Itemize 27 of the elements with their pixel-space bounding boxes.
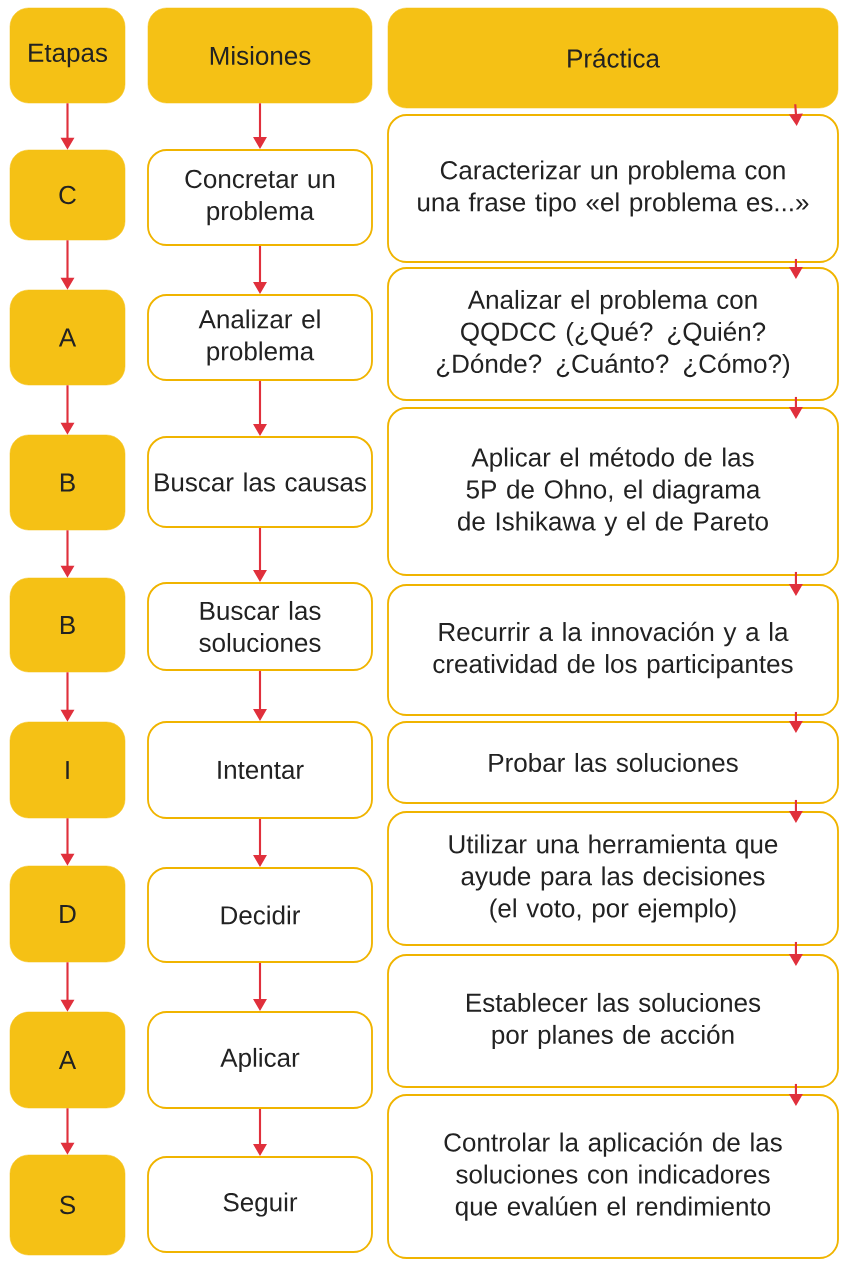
practice-box: Utilizar una herramienta que ayude para las decisiones (el voto, por ejemplo): [387, 811, 839, 946]
mission-box: Buscar las soluciones: [147, 582, 373, 671]
practice-box: Controlar la aplicación de las soluciones con indicadores que evalúen el rendimiento: [387, 1094, 839, 1259]
mission-box: Intentar: [147, 721, 373, 819]
practice-box: Analizar el problema con QQDCC (¿Qué? ¿Quién? ¿Dónde? ¿Cuánto? ¿Cómo?): [387, 267, 839, 401]
mission-box: Seguir: [147, 1156, 373, 1253]
stage-box: S: [9, 1154, 126, 1256]
practice-box: Caracterizar un problema con una frase tipo «el problema es...»: [387, 114, 839, 263]
stage-box: A: [9, 1011, 126, 1109]
stage-box: B: [9, 577, 126, 673]
practice-box: Recurrir a la innovación y a la creatividad de los participantes: [387, 584, 839, 716]
mission-box: Concretar un problema: [147, 149, 373, 246]
practice-box: Probar las soluciones: [387, 721, 839, 804]
practice-box: Establecer las soluciones por planes de acción: [387, 954, 839, 1088]
mission-box: Aplicar: [147, 1011, 373, 1109]
practice-box: Aplicar el método de las 5P de Ohno, el diagrama de Ishikawa y el de Pareto: [387, 407, 839, 576]
header-box: Práctica: [387, 7, 839, 109]
stage-box: D: [9, 865, 126, 963]
stage-box: A: [9, 289, 126, 386]
stage-box: I: [9, 721, 126, 819]
mission-box: Decidir: [147, 867, 373, 963]
header-box: Etapas: [9, 7, 126, 104]
stage-box: C: [9, 149, 126, 241]
stage-box: B: [9, 434, 126, 531]
mission-box: Buscar las causas: [147, 436, 373, 528]
header-box: Misiones: [147, 7, 373, 104]
mission-box: Analizar el problema: [147, 294, 373, 381]
